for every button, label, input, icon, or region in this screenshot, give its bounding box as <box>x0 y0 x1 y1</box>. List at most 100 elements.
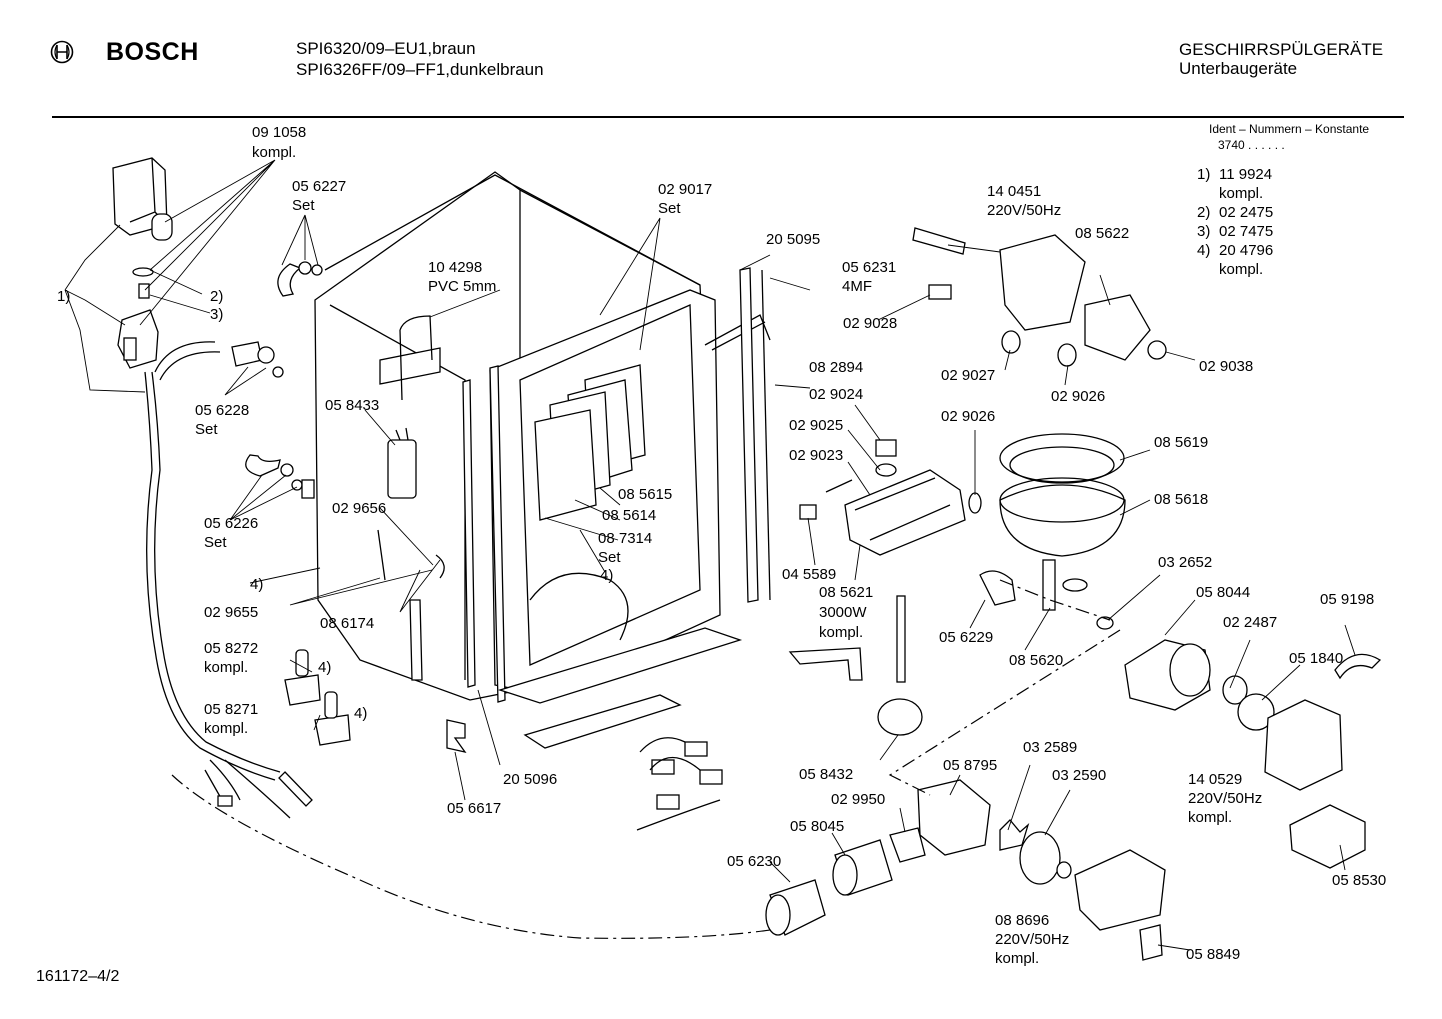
heater-rod-icon <box>896 595 906 683</box>
part-label: 05 8530 <box>1332 872 1387 889</box>
coupling-icon <box>765 839 893 936</box>
part-label: 02 9023 <box>789 447 844 464</box>
pressure-switch-icon <box>877 698 923 736</box>
part-label: 1) <box>57 288 71 305</box>
part-label: 02 9026 <box>941 408 996 425</box>
part-label: 08 8696 <box>995 912 1050 929</box>
assembly-route-1 <box>171 774 771 939</box>
part-label: 08 5620 <box>1009 652 1064 669</box>
bracket-icon <box>788 647 863 681</box>
circulation-pump-icon <box>889 779 1166 961</box>
part-label: 04 5589 <box>782 566 837 583</box>
part-label: 05 8432 <box>799 766 854 783</box>
part-label: 10 4298 <box>428 259 483 276</box>
part-label: 02 9950 <box>831 791 886 808</box>
part-label: 08 7314 <box>598 530 653 547</box>
header-divider <box>52 116 1404 118</box>
part-label: 4) <box>250 576 264 593</box>
category-line-2: Unterbaugeräte <box>1179 59 1298 78</box>
part-label: 2) <box>210 288 224 305</box>
part-label: 05 6617 <box>447 800 502 817</box>
part-label: 02 9026 <box>1051 388 1106 405</box>
part-label: kompl. <box>995 950 1040 967</box>
part-label: 05 6229 <box>939 629 994 646</box>
part-label: 02 9017 <box>658 181 713 198</box>
cable-harness-icon <box>636 737 723 831</box>
part-label: 05 8433 <box>325 397 380 414</box>
part-label: 05 8795 <box>943 757 998 774</box>
category-line-1: GESCHIRRSPÜLGERÄTE <box>1179 40 1384 59</box>
part-label: 05 6231 <box>842 259 897 276</box>
part-label: 05 9198 <box>1320 591 1375 608</box>
part-label: kompl. <box>1188 809 1233 826</box>
brand-name: BOSCH <box>106 38 199 66</box>
legend-value-1: 11 9924 <box>1219 166 1273 183</box>
part-label: 08 5618 <box>1154 491 1209 508</box>
part-label: 20 5095 <box>766 231 821 248</box>
part-label: 14 0529 <box>1188 771 1243 788</box>
part-label: 220V/50Hz <box>1188 790 1263 807</box>
part-label: 08 5615 <box>618 486 673 503</box>
ident-title: Ident – Nummern – Konstante <box>1209 122 1370 136</box>
part-label: 05 8849 <box>1186 946 1241 963</box>
legend-key-3: 3) <box>1197 223 1211 240</box>
part-label: PVC 5mm <box>428 278 497 295</box>
part-label: Set <box>598 549 621 566</box>
part-label: 05 1840 <box>1289 650 1344 667</box>
part-label: 05 8272 <box>204 640 259 657</box>
aquastop-valve-icon <box>112 157 173 369</box>
part-label: Set <box>195 421 218 438</box>
legend-value-4: 20 4796 <box>1219 242 1274 259</box>
part-label: kompl. <box>252 144 297 161</box>
part-label: 05 6228 <box>195 402 250 419</box>
part-label: 05 8045 <box>790 818 845 835</box>
bosch-logo-icon <box>50 40 74 69</box>
part-label: 08 5619 <box>1154 434 1209 451</box>
part-label: 08 2894 <box>809 359 864 376</box>
legend-value-2: 02 2475 <box>1219 204 1274 221</box>
part-label: 220V/50Hz <box>987 202 1062 219</box>
part-label: 05 6226 <box>204 515 259 532</box>
part-label: kompl. <box>204 659 249 676</box>
part-label: Set <box>292 197 315 214</box>
part-label: 14 0451 <box>987 183 1042 200</box>
part-label: 02 2487 <box>1223 614 1278 631</box>
solenoid-valves-icon <box>284 649 351 746</box>
door-seal-icon <box>704 314 771 351</box>
legend-key-4: 4) <box>1197 242 1211 259</box>
part-label: 03 2590 <box>1052 767 1107 784</box>
leader-lines <box>64 159 1356 951</box>
part-label: 02 9038 <box>1199 358 1254 375</box>
top-right-components-icon <box>912 227 1167 367</box>
part-label: 4) <box>318 659 332 676</box>
legend-extra-4: kompl. <box>1219 261 1264 278</box>
part-label: 4MF <box>842 278 872 295</box>
legend-key-2: 2) <box>1197 204 1211 221</box>
part-label: 4) <box>600 567 614 584</box>
legend-extra-1: kompl. <box>1219 185 1264 202</box>
tub-frame-icon <box>314 171 721 701</box>
part-label: kompl. <box>819 624 864 641</box>
sump-strainer-icon <box>999 433 1126 630</box>
part-label: 02 9025 <box>789 417 844 434</box>
part-label: 02 9027 <box>941 367 996 384</box>
ident-value: 3740 . . . . . . <box>1218 138 1285 152</box>
part-label: 20 5096 <box>503 771 558 788</box>
part-label: 08 5622 <box>1075 225 1130 242</box>
legend-value-3: 02 7475 <box>1219 223 1274 240</box>
part-label: 05 8271 <box>204 701 259 718</box>
part-label: 09 1058 <box>252 124 307 141</box>
part-label: 02 9024 <box>809 386 864 403</box>
part-label: 02 9656 <box>332 500 387 517</box>
part-label: 03 2589 <box>1023 739 1078 756</box>
part-label: kompl. <box>204 720 249 737</box>
drain-pump-icon <box>1124 639 1382 869</box>
part-label: 4) <box>354 705 368 722</box>
pump-assembly-icon <box>799 439 1016 606</box>
part-label: 08 6174 <box>320 615 375 632</box>
inlet-hose-icon <box>144 371 276 781</box>
part-label: 08 5621 <box>819 584 874 601</box>
part-label: 05 8044 <box>1196 584 1251 601</box>
part-label: 02 9655 <box>204 604 259 621</box>
